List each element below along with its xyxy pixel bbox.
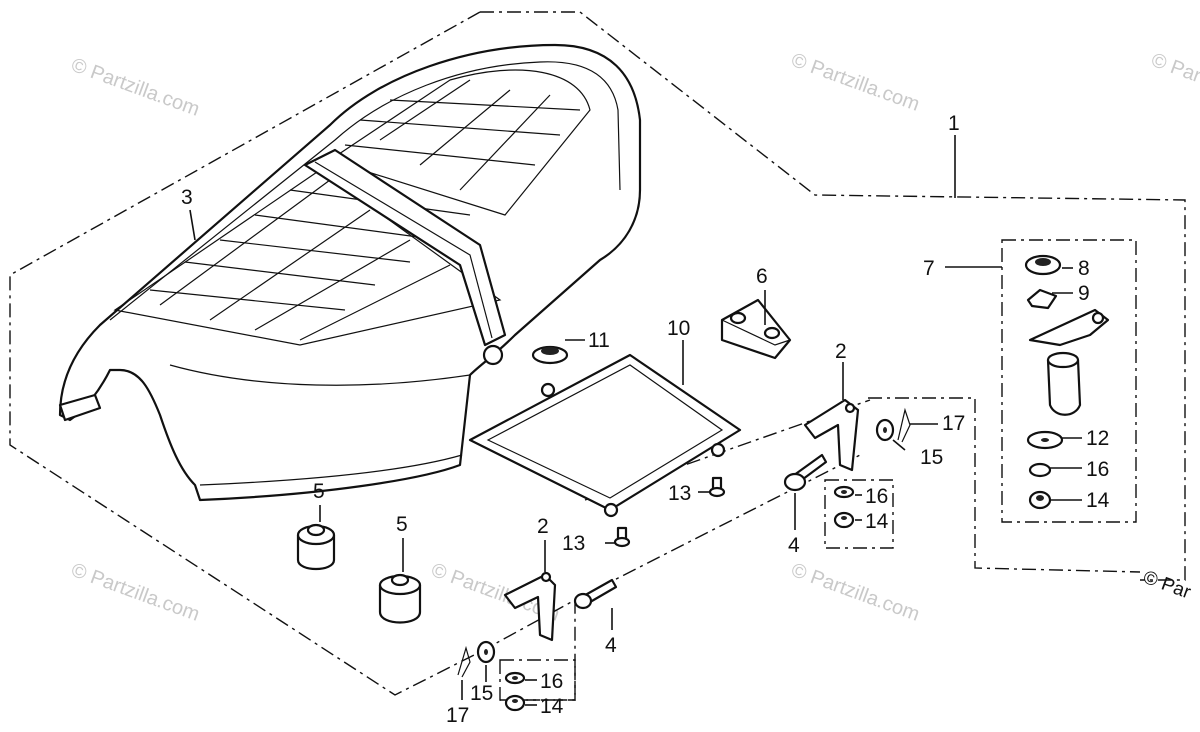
callout-16-lock: 16 xyxy=(1086,458,1109,481)
seat-quilting xyxy=(113,69,591,346)
callout-4-right: 4 xyxy=(788,534,800,557)
grommet-11 xyxy=(531,345,569,365)
clip-17-right xyxy=(897,407,911,443)
callout-5a: 5 xyxy=(313,480,325,503)
callout-16-left: 16 xyxy=(540,670,563,693)
lock-body xyxy=(1046,358,1082,416)
callout-6: 6 xyxy=(756,265,768,288)
callout-17-right: 17 xyxy=(942,412,965,435)
washer-15-left xyxy=(476,640,496,664)
watermark-3: © Partzilla.com xyxy=(1148,49,1200,116)
watermark-6: © Partzilla.com xyxy=(788,559,922,626)
strap-bolt xyxy=(482,344,504,366)
leader-lines xyxy=(189,209,1082,706)
watermark-1: © Partzilla.com xyxy=(68,54,202,121)
screw-13-right xyxy=(708,476,726,498)
callout-4-left: 4 xyxy=(605,634,617,657)
callout-7: 7 xyxy=(923,257,935,280)
callout-10: 10 xyxy=(667,317,690,340)
cushion-5a xyxy=(296,523,336,571)
watermark-2: © Partzilla.com xyxy=(788,49,922,116)
nut-14-right xyxy=(833,511,855,529)
callout-9: 9 xyxy=(1078,282,1090,305)
callout-2-right: 2 xyxy=(835,340,847,363)
cap-9 xyxy=(1026,288,1058,310)
callout-14-left: 14 xyxy=(540,695,564,718)
hinge-bracket-2-right xyxy=(803,398,860,472)
washer-16-left xyxy=(504,671,526,685)
clip-17-left xyxy=(457,645,471,678)
seat xyxy=(58,43,642,502)
callout-17-left: 17 xyxy=(446,704,469,727)
hinge-pin-4-left xyxy=(573,578,618,610)
callout-8: 8 xyxy=(1078,257,1090,280)
callout-15-right: 15 xyxy=(920,446,943,469)
lock-plate xyxy=(1028,308,1110,347)
watermark-4: © Partzilla.com xyxy=(68,559,202,626)
hinge-bracket-2-left xyxy=(503,571,557,642)
callout-12: 12 xyxy=(1086,427,1109,450)
nut-14-left xyxy=(504,694,526,712)
rubber-block-6 xyxy=(720,298,792,360)
callout-2-left: 2 xyxy=(537,515,549,538)
callout-13-right: 13 xyxy=(668,482,691,505)
screw-13-left xyxy=(613,526,631,548)
tool-tray xyxy=(468,353,742,518)
washer-16-right xyxy=(833,485,855,499)
edge-label: © Par xyxy=(1140,567,1194,604)
cushion-5b xyxy=(378,573,422,624)
callout-14-right: 14 xyxy=(865,510,889,533)
callout-15-left: 15 xyxy=(470,682,493,705)
seat-lock-7 xyxy=(1024,254,1110,510)
washer-16-lock xyxy=(1028,462,1052,478)
callout-3: 3 xyxy=(181,186,193,209)
seat-strap xyxy=(303,148,507,347)
callouts: 1 3 6 7 8 9 10 11 2 12 17 15 16 14 5 13 … xyxy=(181,112,1194,727)
callout-5b: 5 xyxy=(396,513,408,536)
callout-11: 11 xyxy=(588,329,610,352)
callout-1: 1 xyxy=(948,112,960,135)
callout-16-right: 16 xyxy=(865,485,888,508)
hinge-pin-4-right xyxy=(783,453,828,492)
callout-13-left: 13 xyxy=(562,532,585,555)
washer-15-right xyxy=(875,418,895,442)
callout-14-lock: 14 xyxy=(1086,489,1110,512)
